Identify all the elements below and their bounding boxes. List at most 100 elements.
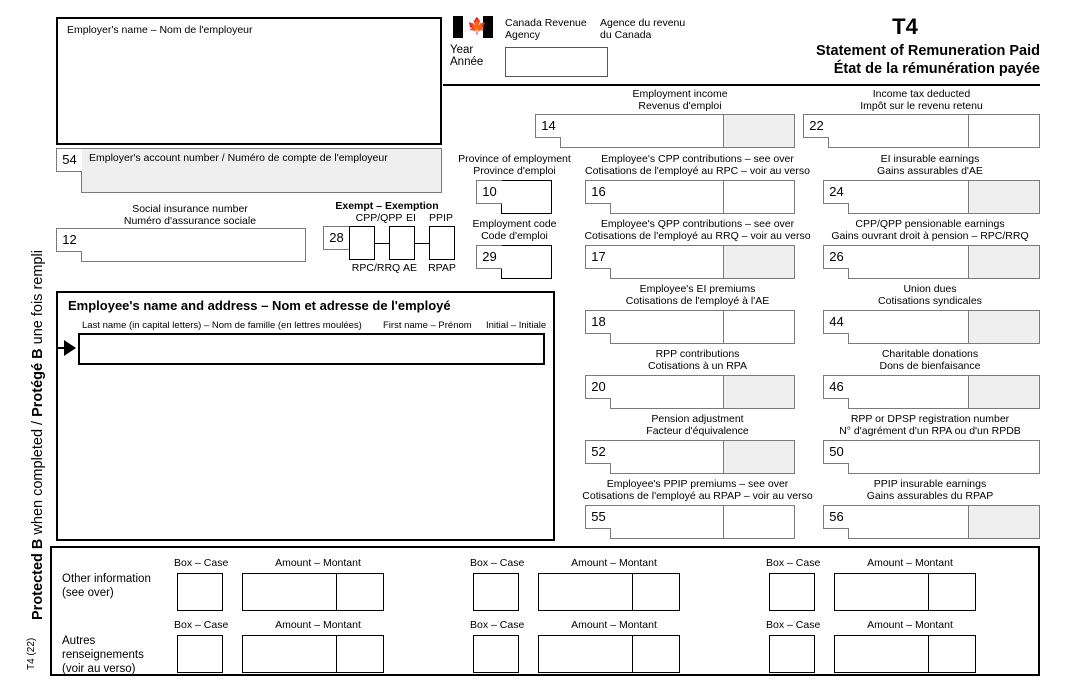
employment-code-label: Employment code Code d'emploi xyxy=(452,218,577,242)
box-number-52: 52 xyxy=(585,440,611,464)
ei-insurable-dollars-input[interactable] xyxy=(849,181,968,213)
employee-name-input[interactable] xyxy=(78,333,545,365)
union-dues-dollars-input[interactable] xyxy=(849,311,968,343)
qpp-label-en: Employee's QPP contributions – see over xyxy=(600,218,795,230)
province-of-employment-input[interactable] xyxy=(501,180,552,214)
union-dues-label-fr: Cotisations syndicales xyxy=(878,295,982,307)
pensionable-earnings-group: 26 xyxy=(823,245,1040,279)
employee-name-address-panel: Employee's name and address – Nom et adr… xyxy=(56,291,555,541)
ei-insurable-earnings-group: 24 xyxy=(823,180,1040,214)
oi-amount-dollars-2-3[interactable] xyxy=(835,636,928,672)
canada-flag-icon: 🍁 xyxy=(453,16,493,38)
pensionable-earnings-label: CPP/QPP pensionable earnings Gains ouvra… xyxy=(820,218,1040,242)
sin-group: 12 xyxy=(56,228,306,262)
oi-amount-dollars-2-2[interactable] xyxy=(539,636,632,672)
rpp-contributions-dollars-input[interactable] xyxy=(611,376,723,408)
employment-income-cents-input[interactable] xyxy=(723,115,794,147)
box-number-17: 17 xyxy=(585,245,611,269)
oi-header-amount-2-2: Amount – Montant xyxy=(571,619,657,631)
ei-premiums-dollars-input[interactable] xyxy=(611,311,723,343)
oi-code-input-2-1[interactable] xyxy=(177,635,223,673)
charitable-donations-label: Charitable donations Dons de bienfaisanc… xyxy=(820,348,1040,372)
oi-code-input-2-2[interactable] xyxy=(473,635,519,673)
pension-adjustment-cents-input[interactable] xyxy=(723,441,794,473)
sin-input[interactable] xyxy=(81,228,306,262)
exempt-checkbox-ppip[interactable] xyxy=(429,226,455,260)
pension-adjustment-dollars-input[interactable] xyxy=(611,441,723,473)
oi-amount-group-2-2 xyxy=(538,635,680,673)
oi-header-amount-1-2: Amount – Montant xyxy=(571,557,657,569)
ppip-premiums-cents-input[interactable] xyxy=(723,506,794,538)
oi-amount-cents-1-2[interactable] xyxy=(632,574,679,610)
cpp-contributions-cents-input[interactable] xyxy=(723,181,794,213)
box-number-14: 14 xyxy=(535,114,561,138)
ppip-premiums-dollars-input[interactable] xyxy=(611,506,723,538)
oi-amount-dollars-1-2[interactable] xyxy=(539,574,632,610)
income-tax-deducted-cents-input[interactable] xyxy=(968,115,1039,147)
exempt-checkbox-cpp-qpp[interactable] xyxy=(349,226,375,260)
oi-amount-cents-1-3[interactable] xyxy=(928,574,975,610)
ppip-premiums-label: Employee's PPIP premiums – see over Coti… xyxy=(570,478,825,502)
oi-code-input-1-3[interactable] xyxy=(769,573,815,611)
income-tax-deducted-label: Income tax deducted Impôt sur le revenu … xyxy=(803,88,1040,112)
oi-amount-cents-2-1[interactable] xyxy=(336,636,383,672)
charitable-donations-cents-input[interactable] xyxy=(968,376,1039,408)
oi-amount-cents-1-1[interactable] xyxy=(336,574,383,610)
oi-amount-cents-2-2[interactable] xyxy=(632,636,679,672)
employer-account-number-input[interactable]: Employer's account number / Numéro de co… xyxy=(81,148,442,193)
page-subtitle-en: Statement of Remuneration Paid xyxy=(816,43,1040,59)
oi-amount-dollars-2-1[interactable] xyxy=(243,636,336,672)
exempt-group: 28 xyxy=(323,226,455,260)
ei-insurable-cents-input[interactable] xyxy=(968,181,1039,213)
province-of-employment-label: Province of employment Province d'emploi xyxy=(452,153,577,177)
charitable-donations-dollars-input[interactable] xyxy=(849,376,968,408)
ppip-insurable-dollars-input[interactable] xyxy=(849,506,968,538)
rpp-contributions-label: RPP contributions Cotisations à un RPA xyxy=(570,348,825,372)
qpp-contributions-cents-input[interactable] xyxy=(723,246,794,278)
employment-code-input[interactable] xyxy=(501,245,552,279)
charitable-donations-group: 46 xyxy=(823,375,1040,409)
sin-label-fr: Numéro d'assurance sociale xyxy=(123,215,257,227)
year-label: Year Année xyxy=(450,44,498,68)
ppip-insurable-cents-input[interactable] xyxy=(968,506,1039,538)
oi-code-input-2-3[interactable] xyxy=(769,635,815,673)
box-number-24: 24 xyxy=(823,180,849,204)
other-info-title-en-l1: Other information xyxy=(62,573,151,585)
qpp-contributions-dollars-input[interactable] xyxy=(611,246,723,278)
qpp-contributions-group: 17 xyxy=(585,245,795,279)
box-number-16: 16 xyxy=(585,180,611,204)
ppip-premiums-group: 55 xyxy=(585,505,795,539)
exempt-checkbox-ei[interactable] xyxy=(389,226,415,260)
protected-b-en-bold: Protected B xyxy=(30,538,46,620)
ei-premiums-label-fr: Cotisations de l'employé à l'AE xyxy=(625,295,770,307)
year-input[interactable] xyxy=(505,47,608,77)
protected-b-en-rest: when completed / xyxy=(30,416,46,539)
ei-premiums-label: Employee's EI premiums Cotisations de l'… xyxy=(570,283,825,307)
oi-code-input-1-1[interactable] xyxy=(177,573,223,611)
year-label-en: Year xyxy=(450,44,474,56)
other-info-title-fr-l3: (voir au verso) xyxy=(62,663,136,675)
ei-premiums-cents-input[interactable] xyxy=(723,311,794,343)
union-dues-cents-input[interactable] xyxy=(968,311,1039,343)
province-label-en: Province of employment xyxy=(458,153,571,165)
oi-amount-cents-2-3[interactable] xyxy=(928,636,975,672)
exempt-footer-rpc-rrq: RPC/RRQ xyxy=(351,262,401,274)
box-number-50: 50 xyxy=(823,440,849,464)
employee-lastname-caption: Last name (in capital letters) – Nom de … xyxy=(82,320,362,331)
income-tax-deducted-dollars-input[interactable] xyxy=(829,115,968,147)
rpp-dpsp-registration-input[interactable] xyxy=(849,441,1039,473)
province-label-fr: Province d'emploi xyxy=(473,165,556,177)
pensionable-earnings-dollars-input[interactable] xyxy=(849,246,968,278)
cpp-contributions-dollars-input[interactable] xyxy=(611,181,723,213)
rpp-contributions-cents-input[interactable] xyxy=(723,376,794,408)
oi-amount-dollars-1-3[interactable] xyxy=(835,574,928,610)
oi-amount-dollars-1-1[interactable] xyxy=(243,574,336,610)
employment-income-label-fr: Revenus d'emploi xyxy=(638,100,722,112)
employment-income-dollars-input[interactable] xyxy=(561,115,723,147)
pensionable-earnings-cents-input[interactable] xyxy=(968,246,1039,278)
oi-code-input-1-2[interactable] xyxy=(473,573,519,611)
oi-amount-group-1-2 xyxy=(538,573,680,611)
oi-header-amount-1-3: Amount – Montant xyxy=(867,557,953,569)
employer-name-field[interactable]: Employer's name – Nom de l'employeur xyxy=(56,17,442,145)
other-information-panel: Other information (see over) Autres rens… xyxy=(50,546,1040,676)
